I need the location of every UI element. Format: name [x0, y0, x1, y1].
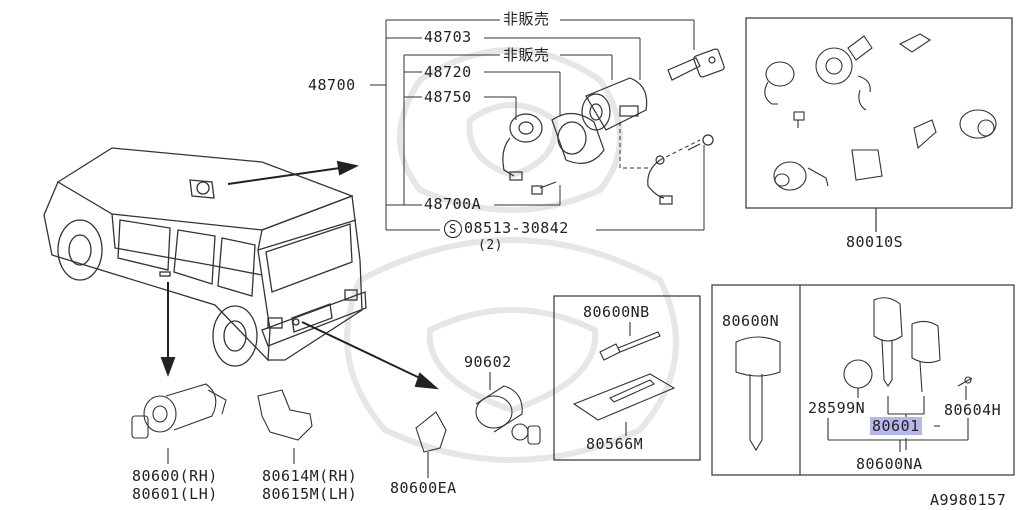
part-80615M-lh-label: 80615M(LH): [262, 485, 358, 503]
vehicle-illustration: [43, 147, 367, 367]
callout-arrows: [160, 160, 440, 390]
part-80600NA-label: 80600NA: [856, 455, 923, 473]
part-80600-rh-label: 80600(RH): [132, 467, 218, 485]
part-48750-label: 48750: [424, 88, 472, 106]
ignition-switch-parts: [502, 48, 725, 205]
part-80600NB-label: 80600NB: [583, 303, 650, 321]
part-48703-label: 48703: [424, 28, 472, 46]
part-80601-highlight: 80601: [870, 417, 922, 435]
watermark-emblem: [344, 47, 679, 463]
part-48700A-label: 48700A: [424, 195, 482, 213]
kit-80010S-box: [745, 17, 1013, 209]
part-80601-lh-label: 80601(LH): [132, 485, 218, 503]
part-80600N-label: 80600N: [722, 312, 780, 330]
part-90602-label: 90602: [464, 353, 512, 371]
not-for-sale-label-2: 非販売: [503, 46, 550, 64]
part-48720-label: 48720: [424, 63, 472, 81]
part-80566M-label: 80566M: [586, 435, 644, 453]
not-for-sale-label-1: 非販売: [503, 10, 550, 28]
part-80604H-label: 80604H: [944, 401, 1002, 419]
part-28599N-label: 28599N: [808, 399, 866, 417]
kit-80010S-parts: [764, 33, 997, 191]
screw-code: 08513-30842: [464, 219, 569, 237]
key-blank-parts: [572, 322, 676, 436]
screw-qty-label: (2): [478, 238, 503, 253]
main-bracket-lines: [370, 19, 705, 231]
standard-part-s-icon: S: [444, 220, 462, 238]
part-48700-label: 48700: [308, 76, 356, 94]
door-lock-parts: [131, 372, 541, 478]
part-80600EA-label: 80600EA: [390, 479, 457, 497]
part-80614M-rh-label: 80614M(RH): [262, 467, 358, 485]
key-set-parts: [735, 297, 973, 452]
figure-code: A9980157: [930, 491, 1007, 509]
part-80601-label: 80601: [870, 417, 922, 435]
key-blank-box: [553, 295, 701, 461]
key-set-box: [711, 284, 1015, 476]
part-80010S-label: 80010S: [846, 233, 904, 251]
